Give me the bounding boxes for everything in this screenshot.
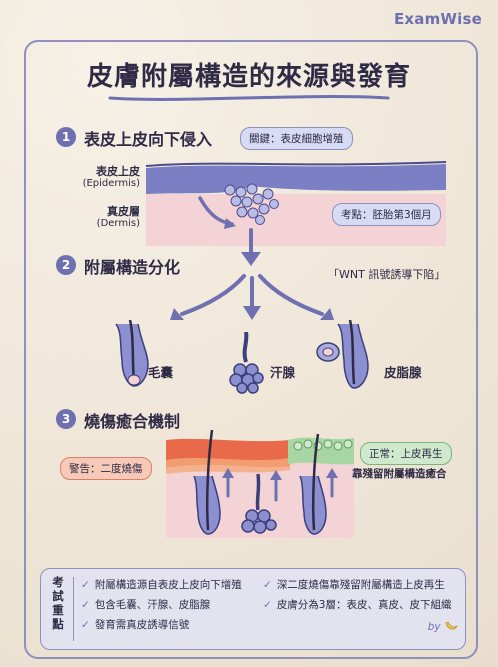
sweat-gland-illustration [229,332,264,394]
differentiation-arrows [170,274,334,320]
exam-summary-box: 考試重點 ✓ 附屬構造源自表皮上皮向下增殖 ✓ 包含毛囊、汗腺、皮脂腺 ✓ 發育需真皮… [40,568,466,650]
summary-divider [73,577,74,641]
section-3-title: 燒傷癒合機制 [84,412,181,431]
summary-tag: 考試重點 [52,575,64,631]
dermis-label: 真皮層 (Dermis) [60,206,140,230]
key-pill: 關鍵：表皮細胞增殖 [240,127,353,150]
check-icon: ✓ [81,619,90,631]
check-icon: ✓ [81,579,90,591]
summary-point-text: 附屬構造源自表皮上皮向下增殖 [94,579,242,591]
normal-note: 靠殘留附屬構造癒合 [352,468,447,480]
section-1-number: 1 [56,127,76,147]
section-1-title: 表皮上皮向下侵入 [84,130,213,149]
wnt-signal-label: 「WNT 訊號誘導下陷」 [328,268,446,281]
sebaceous-gland-label: 皮脂腺 [384,365,422,380]
dermis-label-en: (Dermis) [96,218,140,229]
skin-layer-illustration [145,161,447,246]
burn-healing-illustration [166,430,354,538]
page-title: 皮膚附屬構造的來源與發育 [86,62,411,92]
hair-follicle-label: 毛囊 [148,365,174,380]
byline-text: by [427,621,441,633]
sebaceous-gland-illustration [316,320,369,389]
section-2-title: 附屬構造分化 [84,258,181,277]
summary-point: ✓ 深二度燒傷靠殘留附屬構造上皮再生 [263,577,445,592]
epidermis-label-zh: 表皮上皮 [96,165,140,178]
section-3-number: 3 [56,409,76,429]
summary-point: ✓ 附屬構造源自表皮上皮向下增殖 [81,577,242,592]
hair-follicle-illustration [115,320,149,387]
check-icon: ✓ [263,579,272,591]
normal-pill: 正常：上皮再生 [360,442,452,465]
section-2-number: 2 [56,255,76,275]
wnt-signal-text: WNT 訊號誘導下陷 [339,268,435,281]
summary-point: ✓ 包含毛囊、汗腺、皮脂腺 [81,597,210,612]
summary-point: ✓ 發育需真皮誘導信號 [81,617,189,632]
summary-point-text: 發育需真皮誘導信號 [94,619,190,631]
warning-pill: 警告：二度燒傷 [60,457,152,480]
summary-point-text: 深二度燒傷靠殘留附屬構造上皮再生 [276,579,445,591]
exam-pill: 考點：胚胎第3個月 [332,203,441,226]
dermis-label-zh: 真皮層 [107,205,140,218]
summary-point-text: 包含毛囊、汗腺、皮脂腺 [94,599,211,611]
banana-icon [445,621,458,630]
epidermis-label: 表皮上皮 (Epidermis) [60,166,140,190]
epidermis-layer [146,164,446,194]
sweat-gland-label: 汗腺 [270,365,296,380]
content-frame [24,40,478,659]
summary-point-text: 皮膚分為3層：表皮、真皮、皮下組織 [276,599,452,611]
summary-point: ✓ 皮膚分為3層：表皮、真皮、皮下組織 [263,597,452,612]
byline: by [428,620,458,633]
check-icon: ✓ [263,599,272,611]
check-icon: ✓ [81,599,90,611]
brand-logo: ExamWise [393,10,482,28]
proliferating-cells [224,183,279,225]
title-underline [108,95,390,101]
epidermis-label-en: (Epidermis) [82,178,140,189]
down-arrow-icon [241,228,261,266]
